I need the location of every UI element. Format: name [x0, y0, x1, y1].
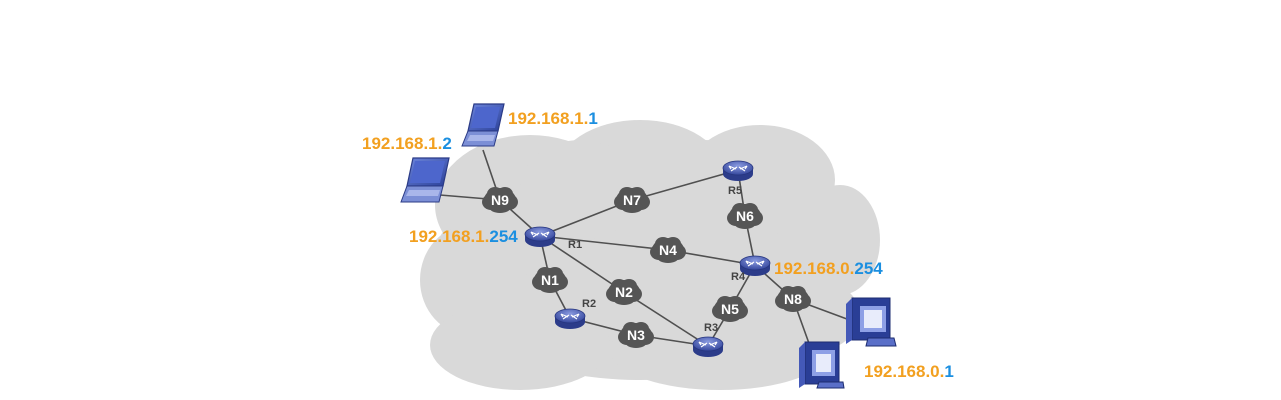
ip-network-part: 192.168.0.	[774, 259, 854, 278]
network-node-n6[interactable]: N6	[727, 203, 763, 229]
network-label: N5	[721, 301, 739, 317]
router-r5[interactable]: R5	[722, 160, 754, 197]
router-label: R2	[582, 298, 596, 310]
ip-label-laptop-1: 192.168.1.1	[508, 109, 598, 128]
router-label: R5	[728, 185, 742, 197]
desktop-computer-icon[interactable]	[799, 341, 845, 389]
network-label: N6	[736, 208, 754, 224]
network-label: N3	[627, 327, 645, 343]
network-label: N9	[491, 192, 509, 208]
laptop-icon[interactable]	[400, 157, 450, 203]
router-r1[interactable]: R1	[524, 226, 582, 251]
router-r2[interactable]: R2	[554, 298, 596, 329]
router-icon	[524, 226, 556, 247]
ip-network-part: 192.168.1.	[409, 227, 489, 246]
network-node-n2[interactable]: N2	[606, 279, 642, 305]
router-icon	[692, 336, 724, 357]
network-cloud-icon	[606, 279, 642, 305]
network-label: N1	[541, 272, 559, 288]
network-node-n8[interactable]: N8	[775, 286, 811, 312]
router-r3[interactable]: R3	[692, 322, 724, 357]
link-n7-r5	[631, 169, 739, 201]
network-cloud-icon	[482, 187, 518, 213]
router-label: R3	[704, 322, 718, 334]
ip-label-desktop: 192.168.0.1	[864, 362, 954, 381]
link-r1-n2	[539, 235, 625, 293]
laptop-icon[interactable]	[461, 103, 505, 147]
network-label: N4	[659, 242, 677, 258]
ip-label-gateway-r4: 192.168.0.254	[774, 259, 883, 278]
network-label: N2	[615, 284, 633, 300]
ip-host-part: 254	[854, 259, 883, 278]
network-cloud-icon	[650, 237, 686, 263]
ip-host-part: 1	[588, 109, 597, 128]
ip-label-laptop-2: 192.168.1.2	[362, 134, 452, 153]
network-cloud-icon	[712, 296, 748, 322]
ip-label-gateway-r1: 192.168.1.254	[409, 227, 518, 246]
link-r1-n4	[539, 235, 669, 251]
ip-network-part: 192.168.0.	[864, 362, 944, 381]
ip-host-part: 254	[489, 227, 518, 246]
network-cloud-icon	[727, 203, 763, 229]
network-cloud-icon	[775, 286, 811, 312]
desktop-computer-icon[interactable]	[846, 297, 897, 347]
ip-host-part: 2	[442, 134, 451, 153]
router-label: R4	[731, 271, 746, 283]
network-node-n9[interactable]: N9	[482, 187, 518, 213]
router-label: R1	[568, 239, 582, 251]
network-label: N7	[623, 192, 641, 208]
router-icon	[739, 255, 771, 276]
ip-host-part: 1	[944, 362, 953, 381]
ip-network-part: 192.168.1.	[362, 134, 442, 153]
link-n2-r3	[623, 291, 709, 347]
network-label: N8	[784, 291, 802, 307]
router-r4[interactable]: R4	[731, 255, 771, 283]
router-icon	[722, 160, 754, 181]
network-node-n1[interactable]: N1	[532, 267, 568, 293]
network-cloud-icon	[618, 322, 654, 348]
network-node-n7[interactable]: N7	[614, 187, 650, 213]
network-node-n4[interactable]: N4	[650, 237, 686, 263]
router-icon	[554, 308, 586, 329]
network-cloud-icon	[614, 187, 650, 213]
network-node-n5[interactable]: N5	[712, 296, 748, 322]
network-cloud-icon	[532, 267, 568, 293]
ip-network-part: 192.168.1.	[508, 109, 588, 128]
network-node-n3[interactable]: N3	[618, 322, 654, 348]
